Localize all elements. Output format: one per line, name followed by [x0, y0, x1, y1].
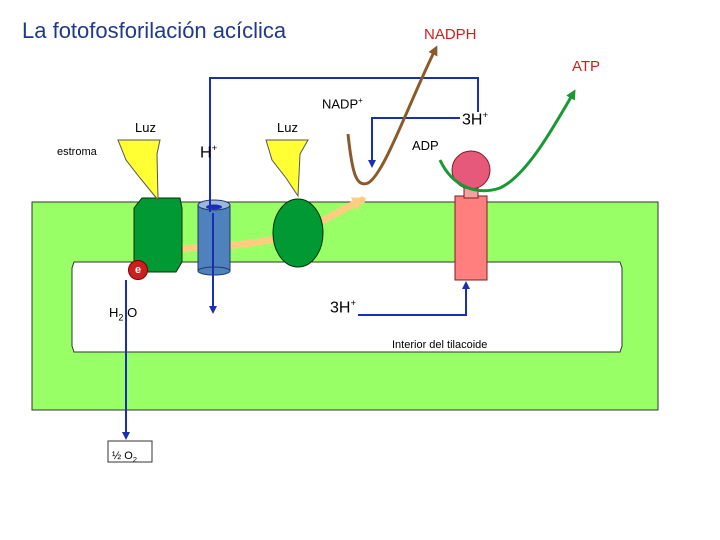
adp-label: ADP: [412, 138, 439, 153]
diagram-title: La fotofosforilación acíclica: [22, 18, 287, 43]
proton-charge: +: [211, 143, 218, 154]
water-subscript: 2: [118, 312, 124, 323]
stroma-label: estroma: [57, 146, 97, 158]
thylakoid-membrane: [31, 201, 659, 411]
blue-connector-top: [209, 77, 479, 212]
oxygen-box: [107, 440, 153, 463]
oxygen-text: ½ O: [112, 450, 133, 462]
proton-text: H: [200, 144, 212, 162]
three-protons-top-label: 3H+: [462, 110, 488, 129]
three-protons-bottom-charge: +: [350, 298, 357, 309]
nadp-label: NADP+: [322, 96, 363, 111]
nadph-arrow: [346, 45, 438, 186]
light-cone-icon: [265, 139, 309, 198]
nadp-text: NADP: [322, 96, 359, 112]
three-protons-bottom-text: 3H: [330, 299, 351, 317]
electron-badge: e: [128, 260, 148, 280]
proton-arrow-3h-top: [368, 117, 460, 168]
water-h: H: [109, 305, 119, 320]
water-o: O: [123, 305, 138, 320]
water-label: H2 O: [109, 305, 137, 323]
light-label-ps1: Luz: [277, 120, 298, 135]
oxygen-label: ½ O2: [112, 450, 137, 464]
nadp-charge: +: [358, 96, 363, 105]
light-label-ps2: Luz: [135, 120, 156, 135]
atp-label: ATP: [572, 58, 601, 75]
thylakoid-interior-label: Interior del tilacoide: [392, 339, 488, 351]
photosystem-1: [272, 198, 324, 268]
light-cone-icon: [117, 139, 161, 202]
three-protons-top-text: 3H: [462, 111, 483, 129]
photosystem-2: [133, 197, 183, 273]
nadph-label: NADPH: [424, 26, 477, 43]
atp-synthase-stalk: [454, 195, 488, 281]
oxygen-subscript: 2: [132, 455, 138, 465]
three-protons-bottom-label: 3H+: [330, 298, 356, 317]
atp-arrow: [438, 89, 576, 193]
proton-arrow-3h-bottom: [358, 281, 470, 316]
proton-label: H+: [200, 143, 217, 162]
three-protons-top-charge: +: [482, 110, 489, 121]
